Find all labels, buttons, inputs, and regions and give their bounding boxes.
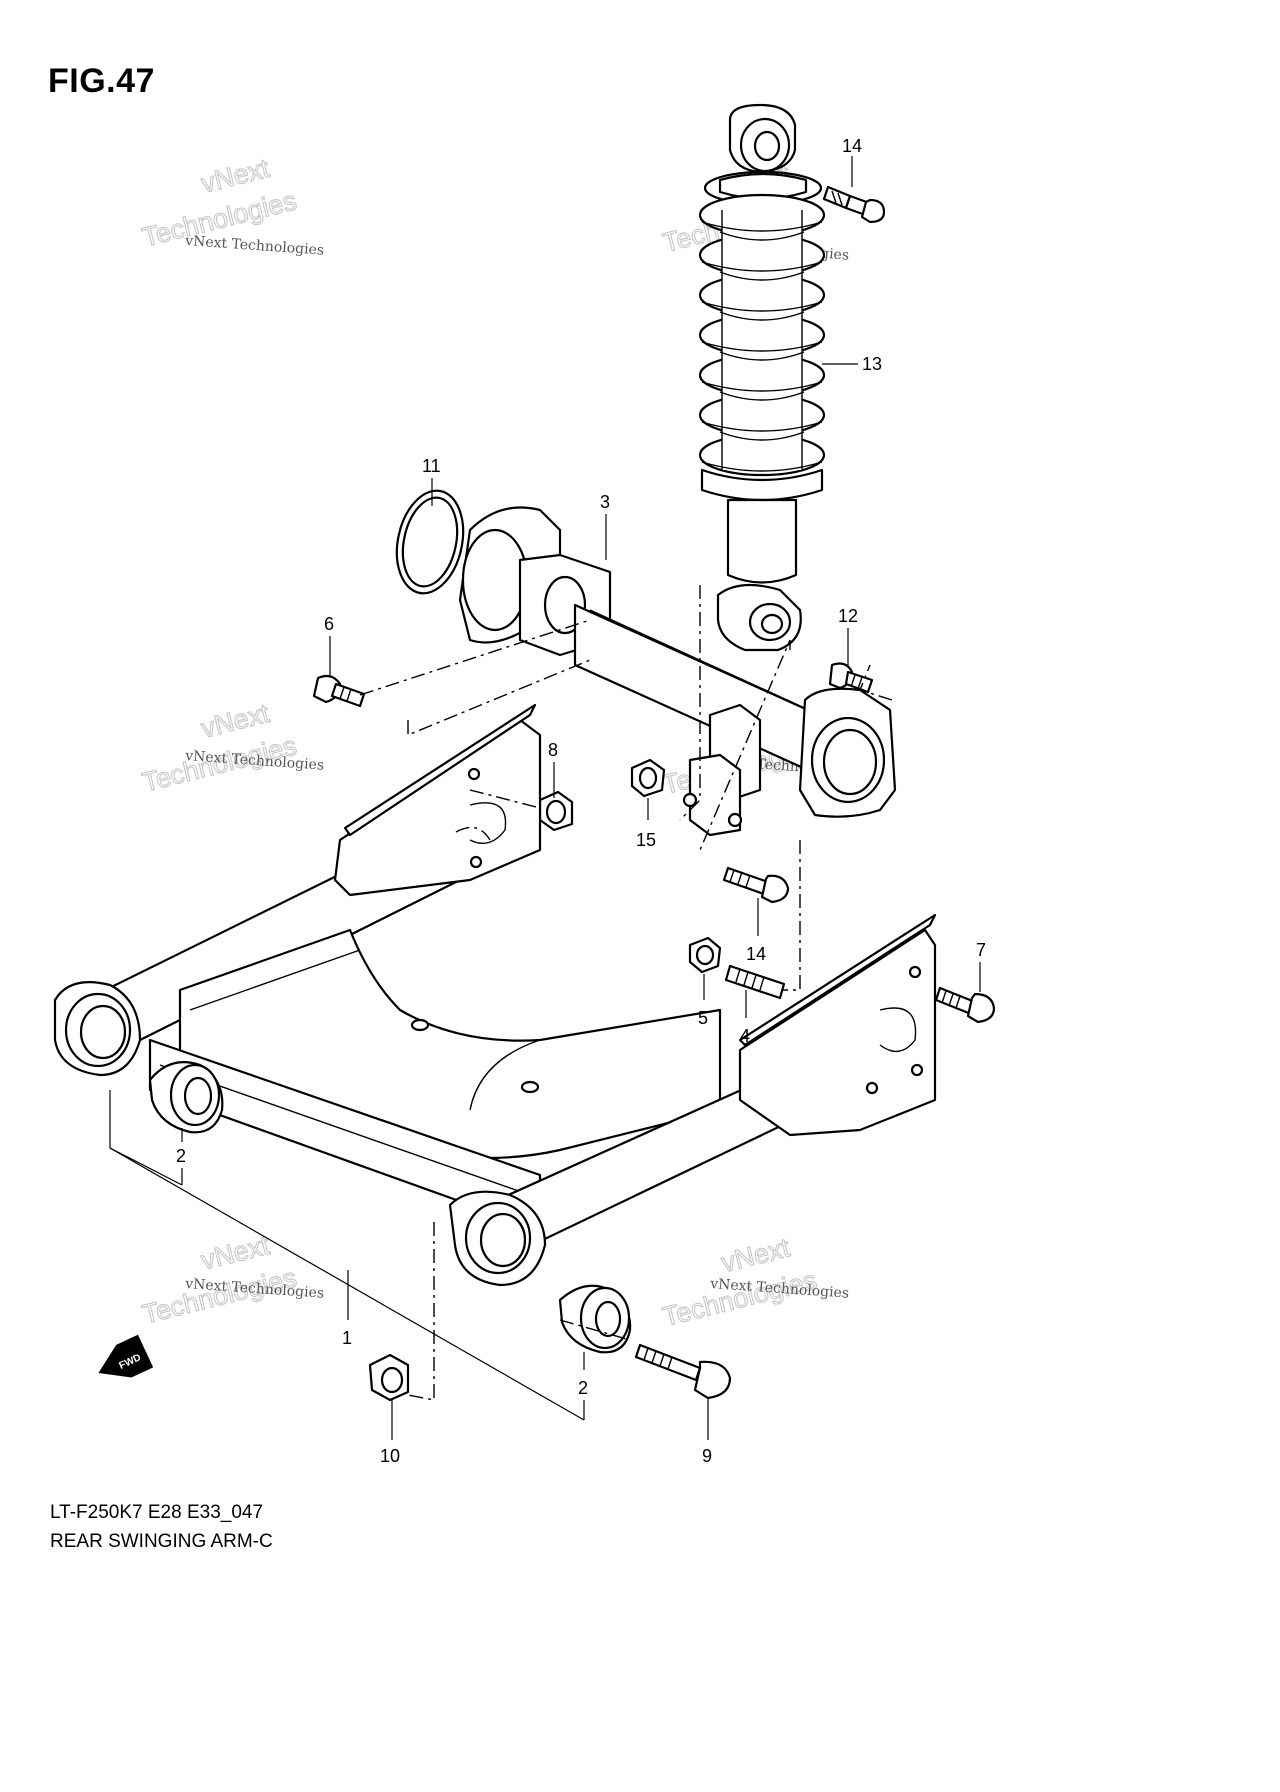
callout-labels: 14 13 11 3 12 6 8 15 14 7 5 4 2 1 2 10 9 [176,136,986,1466]
shock-spring [698,193,826,477]
svg-text:vNext Technologies: vNext Technologies [184,233,325,259]
nut-8 [538,790,574,832]
nut-5 [688,936,722,974]
callout-12: 12 [838,606,858,626]
callout-2-left: 2 [176,1146,186,1166]
callout-4: 4 [740,1026,750,1046]
model-code-label: LT-F250K7 E28 E33_047 [50,1502,264,1523]
o-ring-11 [395,489,465,595]
svg-text:vNext: vNext [718,1232,793,1278]
callout-13: 13 [862,354,882,374]
callout-7: 7 [976,940,986,960]
figure-title: FIG.47 [48,62,155,100]
callout-10: 10 [380,1446,400,1466]
leader-lines [109,156,981,1440]
stud-4 [724,964,786,1000]
watermark: vNext Technologies [139,697,300,798]
svg-text:vNext: vNext [198,1230,273,1276]
bolt-6 [312,674,366,708]
fwd-direction-badge: FWD [98,1334,154,1378]
pivot-tube-3 [458,506,897,837]
nut-10 [368,1353,410,1402]
callout-9: 9 [702,1446,712,1466]
svg-text:Technologies: Technologies [660,1265,820,1332]
callout-11: 11 [422,456,441,476]
svg-text:vNext: vNext [198,698,273,744]
callout-5: 5 [698,1008,708,1028]
callout-15: 15 [636,830,656,850]
rear-shock-absorber [698,103,826,652]
bolt-12 [828,662,874,694]
svg-text:vNext: vNext [198,153,273,199]
callout-3: 3 [600,492,610,512]
callout-14-top: 14 [842,136,862,156]
nut-15 [630,758,666,798]
bolt-9 [634,1343,732,1400]
callout-14-lower: 14 [746,944,766,964]
bushing-2-left [148,1061,224,1134]
swing-arm-1 [53,703,937,1287]
callout-6: 6 [324,614,334,634]
callout-1: 1 [342,1328,352,1348]
bolt-7 [934,986,996,1024]
bushing-2-right [558,1284,632,1354]
bolt-14-top [822,185,886,224]
figure-subtitle: REAR SWINGING ARM-C [50,1531,273,1552]
callout-2-right: 2 [578,1378,588,1398]
callout-8: 8 [548,740,558,760]
bolt-14-lower [722,866,790,904]
